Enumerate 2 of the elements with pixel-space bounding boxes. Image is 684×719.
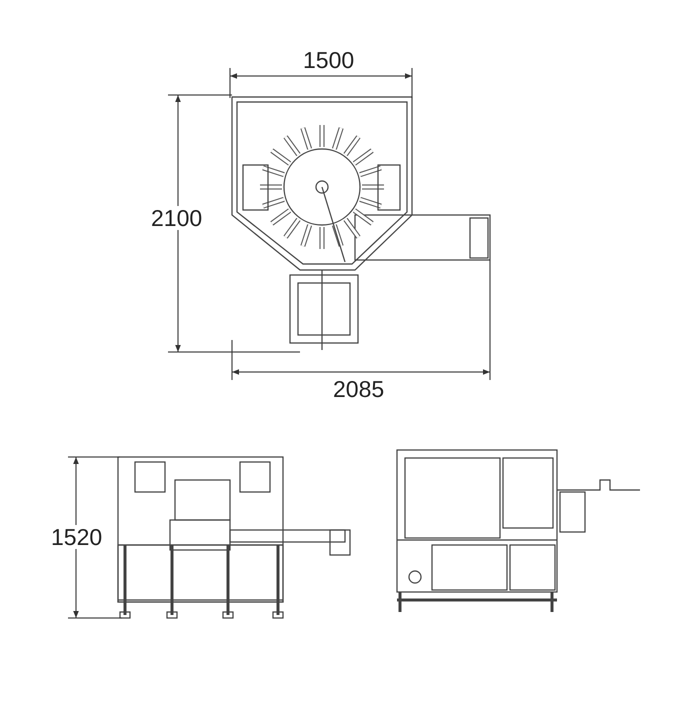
dimension-label: 2100	[150, 206, 204, 230]
dimension-label: 1520	[50, 525, 104, 549]
